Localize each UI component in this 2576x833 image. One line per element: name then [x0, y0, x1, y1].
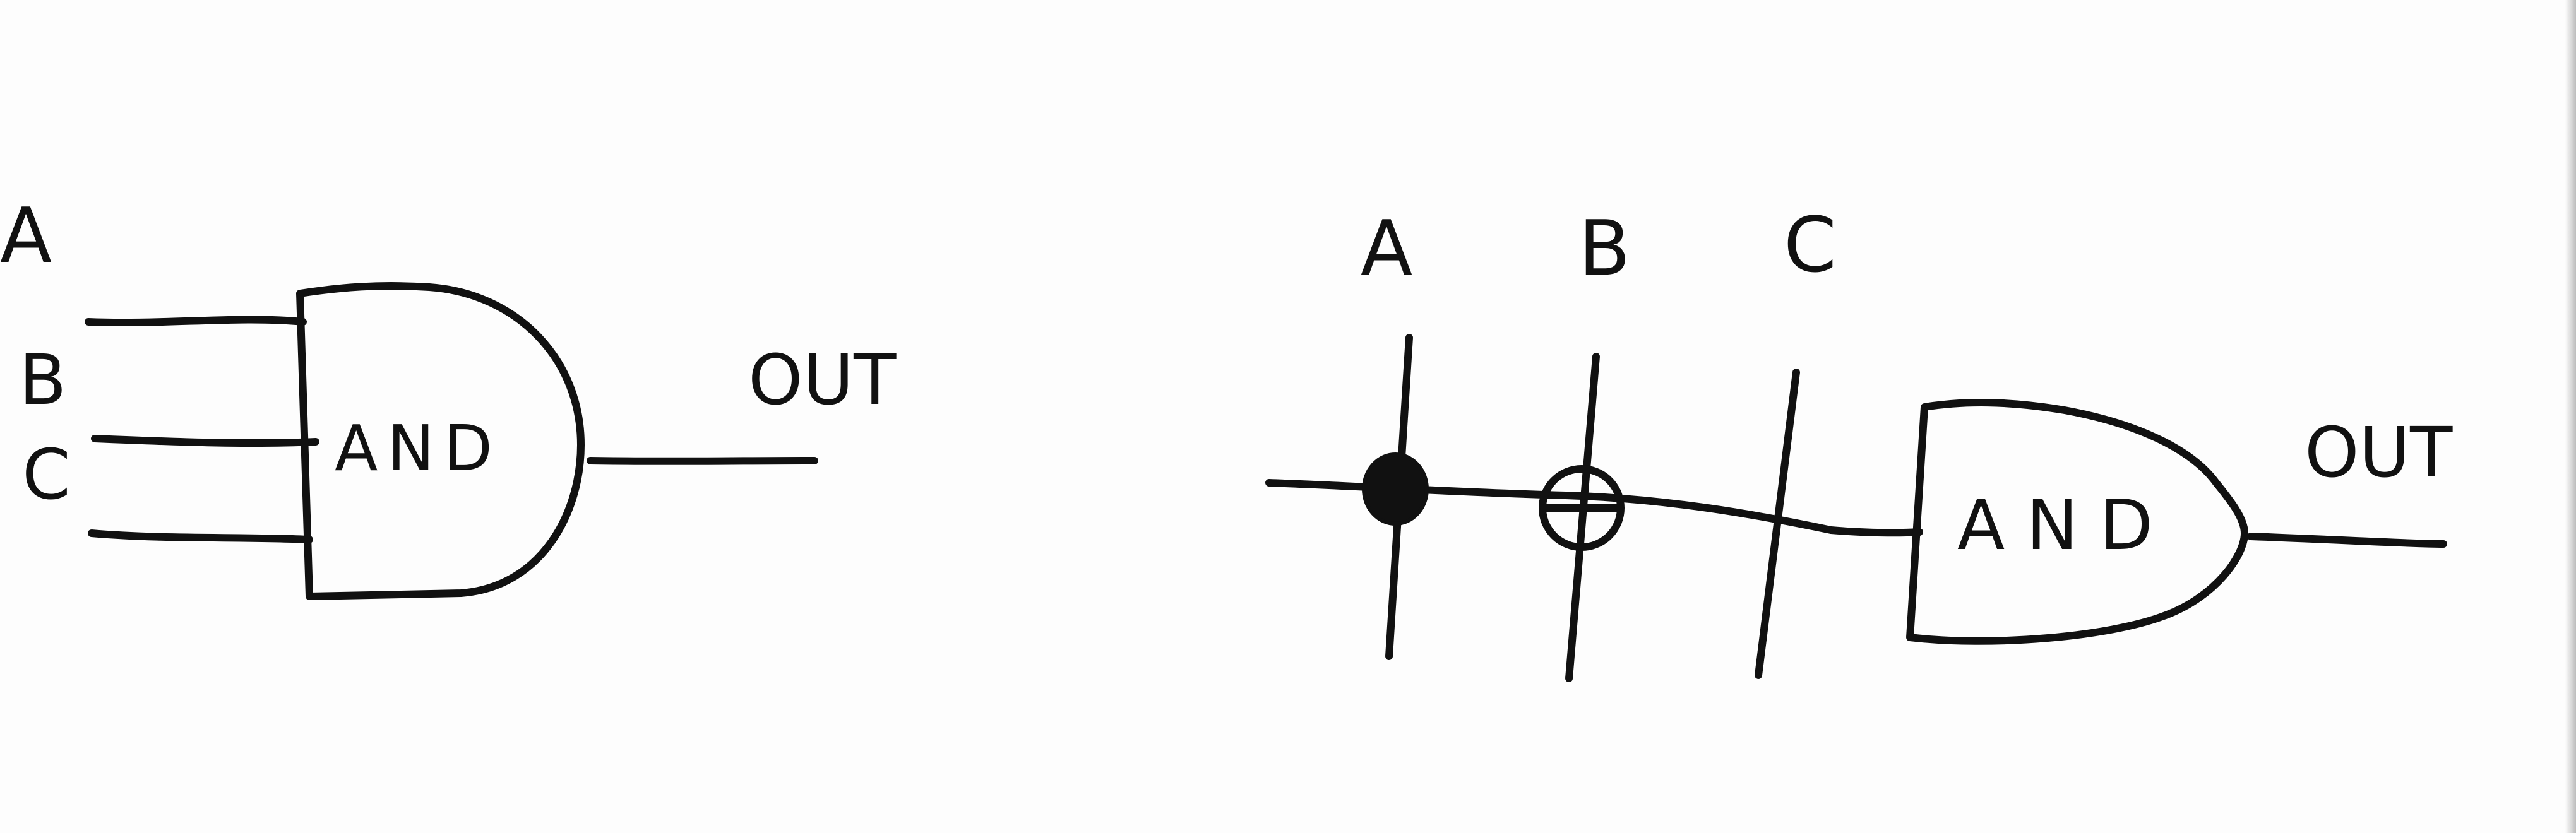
left-input-wire-a: [85, 316, 307, 327]
right-vertical-wire-c: [1755, 369, 1800, 679]
left-gate-label: AND: [335, 411, 492, 485]
left-diagram: A B C AND OUT: [0, 192, 897, 600]
left-input-wire-c: [88, 529, 313, 543]
left-input-label-a: A: [0, 192, 52, 280]
paper-edge-shadow: [2565, 0, 2576, 833]
right-control-dot: [1362, 452, 1429, 526]
right-output-wire: [2247, 533, 2447, 548]
right-target-oplus: [1539, 465, 1625, 551]
left-output-label: OUT: [748, 340, 897, 420]
left-and-gate: [296, 282, 585, 600]
left-input-label-b: B: [19, 340, 66, 420]
right-wire-label-c: C: [1784, 202, 1837, 290]
right-gate-label: AND: [1957, 485, 2153, 565]
right-and-gate: [1906, 399, 2248, 645]
right-wire-label-b: B: [1578, 205, 1630, 293]
left-input-wire-b: [91, 435, 319, 447]
right-wire-label-a: A: [1361, 205, 1412, 293]
right-diagram: A B C AND OUT: [1265, 202, 2453, 682]
right-vertical-wire-b: [1565, 353, 1600, 682]
right-output-label: OUT: [2305, 412, 2453, 493]
left-input-label-c: C: [22, 434, 71, 515]
